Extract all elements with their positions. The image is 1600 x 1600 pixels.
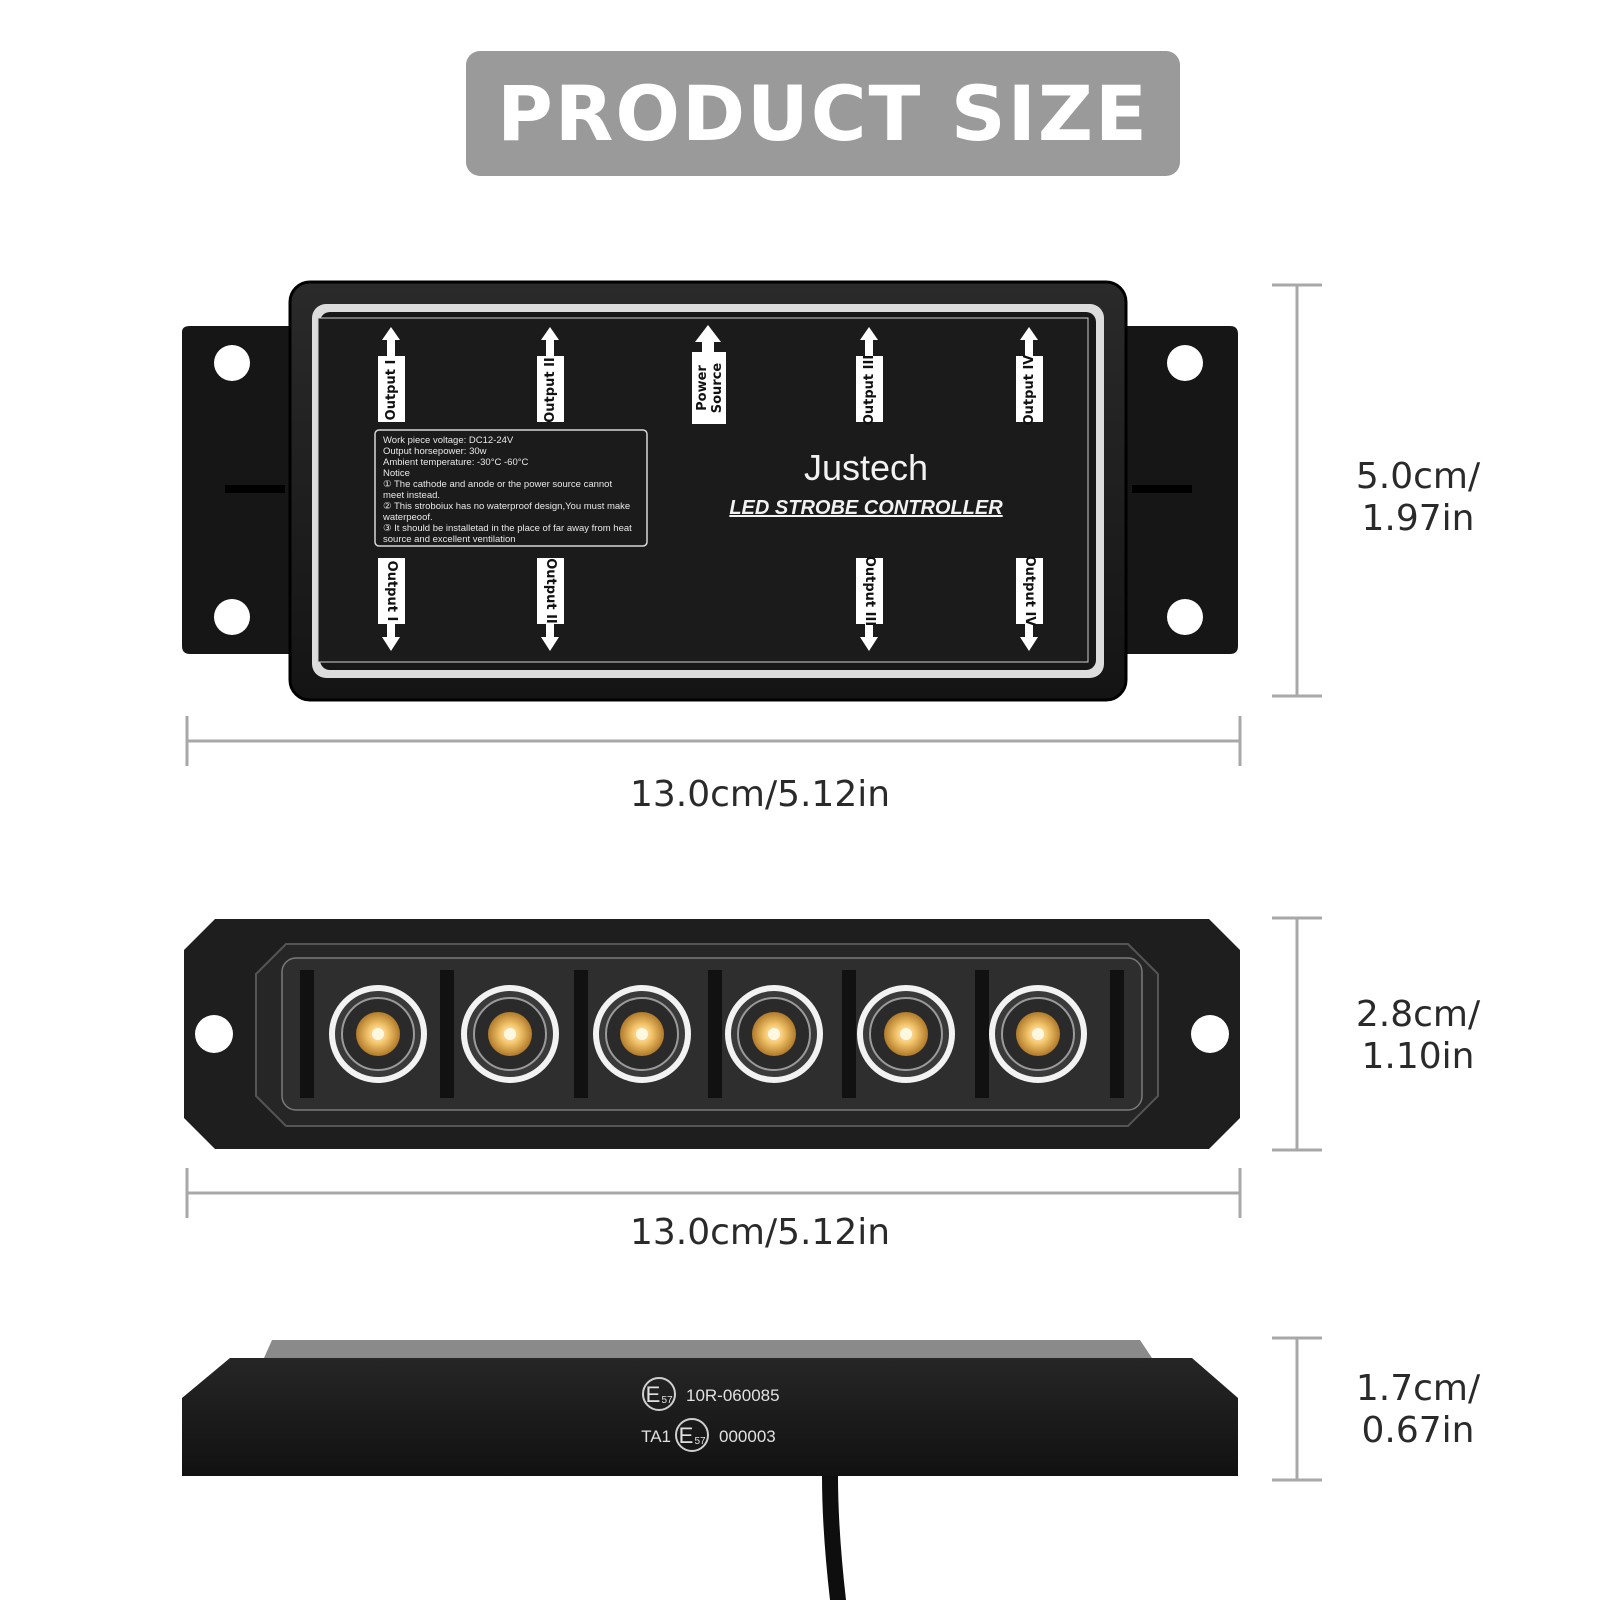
svg-text:Output I: Output I [384,360,399,421]
svg-text:Source: Source [710,363,725,414]
notice-line: Output horsepower: 30w [383,446,487,457]
svg-text:Power: Power [695,365,710,411]
lightbar-height-label: 2.8cm/ 1.10in [1355,994,1481,1077]
controller-subtitle: LED STROBE CONTROLLER [729,497,1003,519]
led-lens [461,985,559,1083]
led-lens [725,985,823,1083]
output-label-power-source: Power Source [692,325,726,424]
notice-line: ① The cathode and anode or the power sou… [383,479,612,490]
controller-box [182,280,1238,702]
led-lens [989,985,1087,1083]
svg-text:000003: 000003 [719,1427,776,1446]
mount-hole [1167,599,1203,635]
controller-width-dimension [185,716,1242,766]
product-size-banner: PRODUCT SIZE [466,51,1180,176]
svg-text:Output I: Output I [384,561,399,622]
lightbar-width-label: 13.0cm/5.12in [629,1212,891,1253]
led-lens [857,985,955,1083]
svg-text:Output III: Output III [862,355,877,425]
svg-text:Output IV: Output IV [1022,355,1037,426]
svg-text:Output III: Output III [862,556,877,626]
led-lens [329,985,427,1083]
side-height-dimension [1272,1336,1322,1482]
tab-slot [225,485,285,493]
mount-hole [1167,345,1203,381]
svg-text:E: E [679,1423,694,1448]
banner-title: PRODUCT SIZE [497,69,1149,158]
lightbar-height-dimension [1272,916,1322,1152]
svg-text:E: E [646,1382,661,1407]
mount-hole [1191,1015,1229,1053]
controller-width-label: 13.0cm/5.12in [629,774,891,815]
lightbar-width-dimension [185,1168,1242,1218]
notice-line: meet instead. [383,490,440,501]
notice-line: waterpeoof. [382,512,433,523]
top-output-labels: Output I Output II Power Source Output I… [378,325,1043,425]
side-height-label: 1.7cm/ 0.67in [1355,1368,1481,1451]
brand-logo: Justech [804,447,928,488]
output-label-bottom-2: Output II [537,558,564,651]
notice-line: ② This stroboiux has no waterproof desig… [383,501,630,512]
led-lens [593,985,691,1083]
notice-line: Notice [383,468,410,479]
svg-text:57: 57 [661,1395,673,1406]
output-label-top-3: Output III [856,327,883,425]
svg-text:10R-060085: 10R-060085 [686,1386,780,1405]
svg-text:Output II: Output II [543,558,558,624]
mount-hole [214,345,250,381]
side-view-body [182,1340,1238,1600]
cert-mark-1: E 57 10R-060085 [642,1377,780,1411]
mount-hole [195,1015,233,1053]
notice-line: Ambient temperature: -30°C -60°C [383,457,529,468]
output-label-bottom-1: Output I [378,558,405,651]
controller-height-dimension [1272,283,1322,698]
bottom-output-labels: Output I Output II Output III Output IV [378,556,1043,651]
output-label-top-2: Output II [537,327,564,423]
svg-text:TA1: TA1 [641,1427,671,1446]
notice-box: Work piece voltage: DC12-24V Output hors… [374,429,648,547]
svg-text:57: 57 [694,1436,706,1447]
cable [822,1476,846,1600]
notice-line: ③ It should be installetad in the place … [383,523,632,534]
output-label-bottom-4: Output IV [1016,556,1043,651]
notice-line: Work piece voltage: DC12-24V [383,435,514,446]
output-label-top-4: Output IV [1016,327,1043,425]
output-label-bottom-3: Output III [856,556,883,651]
controller-height-label: 5.0cm/ 1.97in [1355,456,1481,539]
svg-text:Output IV: Output IV [1022,556,1037,627]
cert-mark-2: TA1 E 57 000003 [641,1418,776,1452]
led-group [329,985,1087,1083]
svg-text:Output II: Output II [543,357,558,423]
tab-slot [1132,485,1192,493]
notice-line: source and excellent ventilation [383,534,516,545]
output-label-top-1: Output I [378,327,405,422]
mount-hole [214,599,250,635]
